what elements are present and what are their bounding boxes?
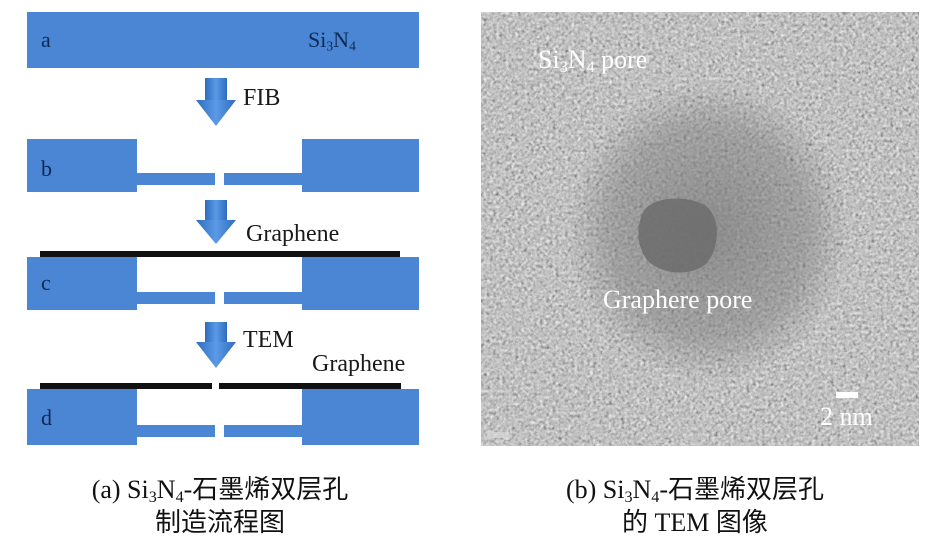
caption-a: (a) Si3N4-石墨烯双层孔 制造流程图: [45, 474, 395, 539]
graphene-label-d: Graphene: [312, 351, 406, 377]
graphene-layer-c: [40, 251, 400, 257]
step-letter-c: c: [41, 270, 51, 295]
arrow-label-tem: TEM: [243, 327, 294, 353]
scale-bar: [836, 392, 858, 398]
tem-image: [481, 12, 919, 446]
caption-a-line2: 制造流程图: [154, 508, 285, 538]
graphene-pore-region: [638, 198, 717, 273]
arrow-down-icon-fib: [196, 78, 236, 126]
si3n4-label: Si3N4: [308, 27, 356, 54]
caption-a-line1: (a) Si3N4-石墨烯双层孔: [91, 475, 349, 507]
arrow-label-graphene: Graphene: [246, 221, 340, 247]
membrane-c: [27, 251, 419, 310]
membrane-d: [27, 383, 419, 445]
fabrication-flow-diagram: [27, 12, 419, 445]
graphene-pore-label: Graphere pore: [603, 285, 753, 314]
scale-bar-label: 2 nm: [820, 402, 873, 431]
graphene-layer-d-left: [40, 383, 212, 389]
caption-b-line1: (b) Si3N4-石墨烯双层孔: [565, 475, 825, 507]
caption-b-line2: 的 TEM 图像: [622, 508, 768, 538]
step-letter-b: b: [41, 156, 52, 181]
membrane-b: [27, 139, 419, 192]
caption-b: (b) Si3N4-石墨烯双层孔 的 TEM 图像: [520, 474, 870, 539]
arrow-down-icon-tem: [196, 322, 236, 368]
si3n4-slab-a: [27, 12, 419, 68]
step-letter-a: a: [41, 27, 51, 52]
step-letter-d: d: [41, 405, 52, 430]
graphene-layer-d-right: [219, 383, 401, 389]
arrow-down-icon-graphene: [196, 200, 236, 244]
arrow-label-fib: FIB: [243, 85, 281, 111]
si3n4-pore-label: Si3N4 pore: [538, 45, 648, 77]
